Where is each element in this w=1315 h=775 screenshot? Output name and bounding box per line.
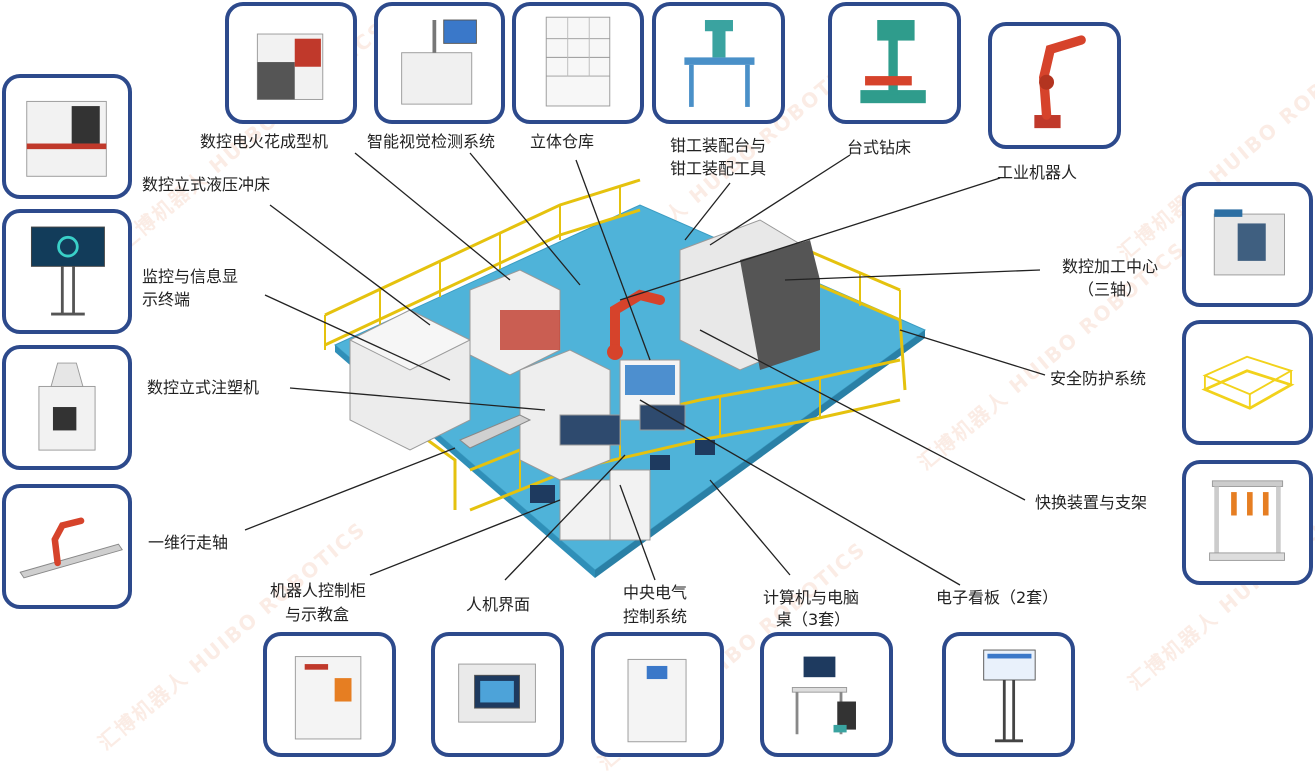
card-robot	[988, 22, 1121, 149]
robot-cabinet-icon	[294, 656, 362, 740]
industrial-robot-icon	[1034, 35, 1086, 129]
vision-inspection-icon	[401, 19, 477, 105]
electrical-cabinet-icon	[627, 658, 687, 743]
label-robot: 工业机器人	[997, 163, 1078, 182]
label-monitor-line1: 监控与信息显	[142, 267, 239, 286]
fitter-bench-icon	[684, 20, 755, 107]
card-edm	[225, 2, 357, 124]
quick-change-rack-icon	[1209, 480, 1285, 561]
leader-lines	[244, 152, 1046, 586]
card-linear-axis	[2, 484, 132, 609]
scene-machines	[348, 219, 820, 541]
label-warehouse: 立体仓库	[530, 132, 595, 151]
card-drill	[828, 2, 961, 124]
label-machining-line2: （三轴）	[1077, 280, 1142, 299]
label-fitter-line1: 钳工装配台与	[670, 136, 767, 155]
card-fitter	[652, 2, 785, 124]
label-robot-cabinet-line1: 机器人控制柜	[270, 581, 367, 600]
edm-machine-icon	[256, 33, 324, 100]
card-vision	[374, 2, 505, 124]
card-computer	[760, 632, 893, 757]
computer-desk-icon	[791, 656, 856, 735]
label-safety: 安全防护系统	[1050, 369, 1147, 388]
card-monitor	[2, 209, 132, 334]
label-hmi: 人机界面	[466, 595, 531, 614]
label-vision: 智能视觉检测系统	[367, 132, 496, 151]
bench-drill-icon	[860, 20, 926, 104]
workshop-scene	[244, 152, 1046, 586]
label-edm: 数控电火花成型机	[200, 132, 329, 151]
label-quick-change: 快换装置与支架	[1035, 493, 1148, 512]
card-press	[2, 74, 132, 199]
label-injection: 数控立式注塑机	[147, 378, 260, 397]
card-central	[591, 632, 724, 757]
label-computer-line1: 计算机与电脑	[763, 588, 860, 607]
hmi-panel-icon	[458, 663, 536, 723]
card-machining	[1182, 182, 1313, 307]
hydraulic-press-icon	[26, 100, 107, 177]
label-drill: 台式钻床	[847, 138, 912, 157]
label-fitter-line2: 钳工装配工具	[670, 159, 767, 178]
machining-center-icon	[1213, 209, 1285, 276]
warehouse-shelf-icon	[545, 16, 611, 107]
label-computer-line2: 桌（3套）	[776, 610, 851, 629]
label-linear-axis: 一维行走轴	[148, 533, 229, 552]
card-hmi	[431, 632, 564, 757]
label-monitor-line2: 示终端	[142, 290, 191, 309]
card-eboard	[942, 632, 1075, 757]
linear-track-icon	[19, 517, 123, 579]
label-press: 数控立式液压冲床	[142, 175, 271, 194]
label-machining-line1: 数控加工中心	[1061, 257, 1158, 276]
injection-molding-icon	[38, 362, 96, 451]
card-safety	[1182, 320, 1313, 445]
label-central-line1: 中央电气	[622, 583, 687, 602]
electronic-board-icon	[983, 649, 1036, 743]
card-warehouse	[512, 2, 644, 124]
label-robot-cabinet-line2: 与示教盒	[285, 605, 350, 624]
label-central-line2: 控制系统	[622, 607, 687, 626]
card-robot-cabinet	[263, 632, 396, 757]
display-terminal-icon	[30, 226, 105, 316]
card-injection	[2, 345, 132, 470]
label-eboard: 电子看板（2套）	[936, 588, 1059, 607]
card-quick-change	[1182, 460, 1313, 585]
safety-fence-icon	[1201, 355, 1295, 410]
